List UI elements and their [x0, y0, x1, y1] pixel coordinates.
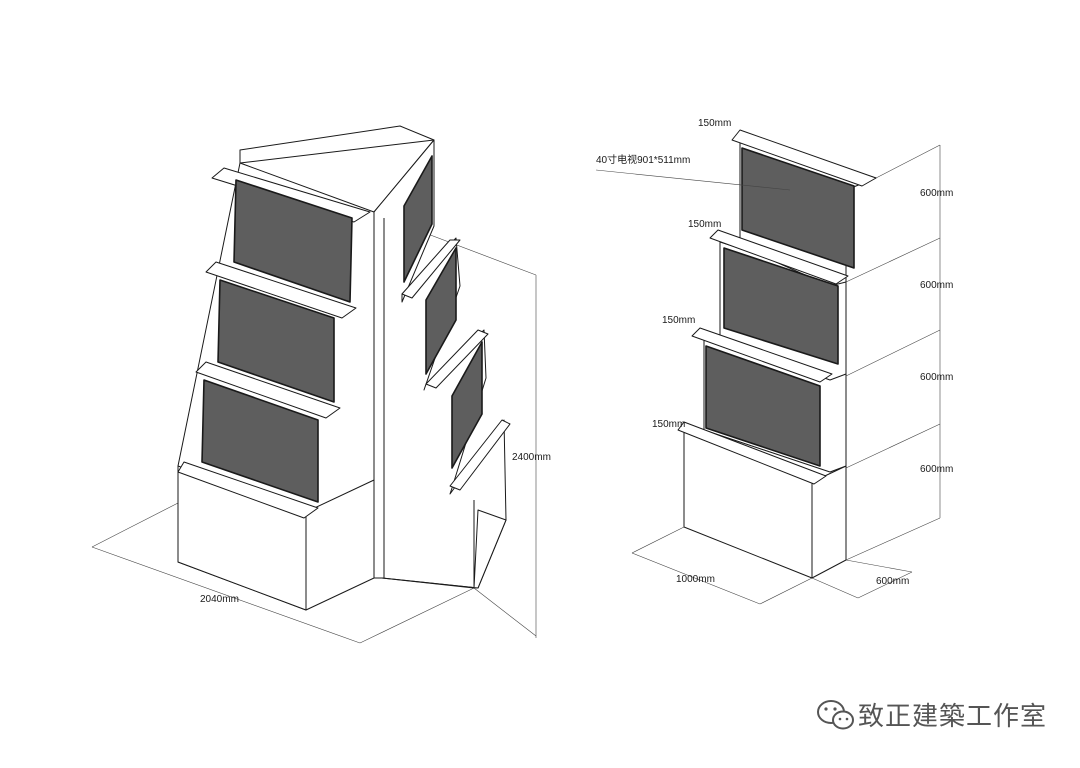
- right-tv-screen-2: [425, 247, 457, 375]
- tier-label-2: 600mm: [920, 280, 953, 291]
- shelf-label-2: 150mm: [688, 219, 721, 230]
- tv-size-label: 40寸电视901*511mm: [596, 153, 690, 166]
- left-shelf-4: [177, 461, 319, 519]
- dim-line-depth-r: [811, 577, 859, 599]
- left-shelf-2: [205, 261, 357, 319]
- tier-label-4: 600mm: [920, 464, 953, 475]
- column-tv-screen-1: [741, 147, 855, 269]
- wechat-logo-icon: [817, 700, 854, 730]
- dim-ext-base: [473, 587, 537, 637]
- shelf-3: [677, 421, 827, 485]
- shelf-top: [731, 129, 877, 187]
- right-shelf-3: [449, 419, 511, 491]
- shelf-label-3: 150mm: [662, 315, 695, 326]
- right-tv-screen-1: [403, 155, 433, 283]
- left-shelf-3: [195, 361, 341, 419]
- dim-line-width-r: [631, 552, 761, 605]
- column-tv-screen-3: [705, 345, 821, 467]
- right-tv-screen-3: [451, 341, 483, 469]
- watermark: 致正建築工作室: [817, 700, 1047, 732]
- right-column-drawing: 40寸电视901*511mm 150mm 150mm 150mm 150mm 6…: [595, 118, 953, 605]
- left-width-label: 2040mm: [200, 594, 239, 605]
- left-tv-screen-2: [217, 279, 335, 403]
- dim-ext-left: [91, 502, 179, 548]
- column-width-label: 1000mm: [676, 574, 715, 585]
- left-tv-screen-1: [233, 179, 353, 303]
- tv-label-leader: [595, 169, 791, 191]
- dim-ext-bottom: [359, 587, 475, 644]
- left-height-label: 2400mm: [512, 452, 551, 463]
- watermark-text: 致正建築工作室: [858, 702, 1047, 732]
- left-tv-screen-3: [201, 379, 319, 503]
- right-shelf-2: [425, 329, 489, 389]
- shelf-2: [691, 327, 833, 383]
- column-tv-screen-2: [723, 247, 839, 365]
- tier-label-1: 600mm: [920, 188, 953, 199]
- tier-label-3: 600mm: [920, 372, 953, 383]
- shelf-label-4: 150mm: [652, 419, 685, 430]
- dim-line-width: [91, 546, 361, 644]
- left-shelf-1: [211, 167, 371, 223]
- shelf-1: [709, 229, 849, 285]
- shelf-label-1: 150mm: [698, 118, 731, 129]
- column-depth-label: 600mm: [876, 576, 909, 587]
- right-shelf-1: [401, 239, 461, 299]
- left-tower-drawing: 2040mm 2400mm: [91, 125, 551, 644]
